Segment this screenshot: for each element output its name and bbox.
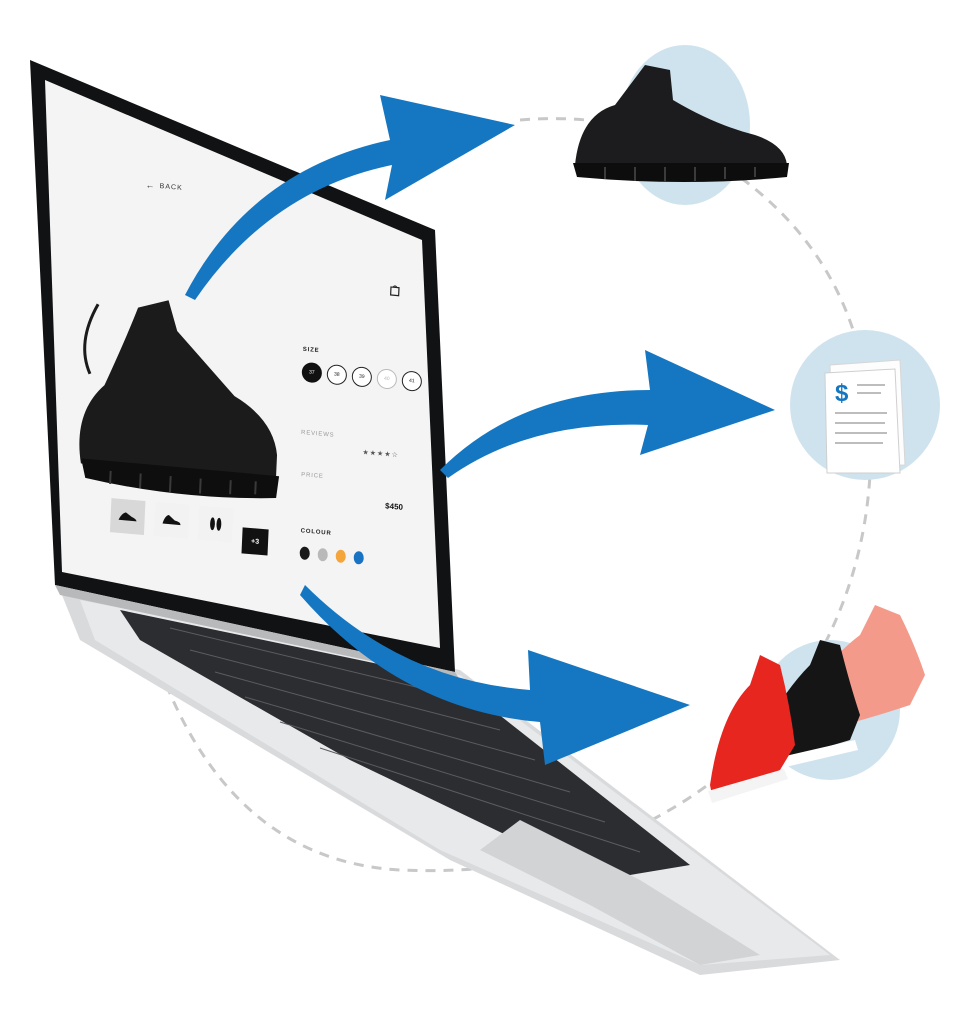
arrow-to-product [185, 95, 515, 300]
arrow-to-invoice [440, 350, 775, 478]
invoice-icon: $ [824, 359, 906, 474]
thumbnail-strip: +3 [109, 498, 269, 556]
shopping-bag-icon[interactable] [390, 284, 401, 297]
thumbnail[interactable] [153, 501, 190, 539]
arrow-to-related [300, 585, 690, 765]
shoe-thumb-icon [118, 512, 137, 522]
shoe-thumb-icon [162, 515, 181, 526]
sole-thumb-icon [210, 517, 222, 531]
thumbnail[interactable] [109, 498, 146, 536]
related-shoes-image [708, 605, 925, 803]
product-image [79, 300, 280, 499]
product-screen: ← BACK SIZE 37 38 39 40 41 REVIEWS [34, 80, 438, 652]
shoe-product-image [573, 65, 789, 182]
svg-text:$: $ [835, 380, 849, 407]
thumbnail[interactable] [197, 505, 234, 543]
keyboard [120, 610, 690, 880]
